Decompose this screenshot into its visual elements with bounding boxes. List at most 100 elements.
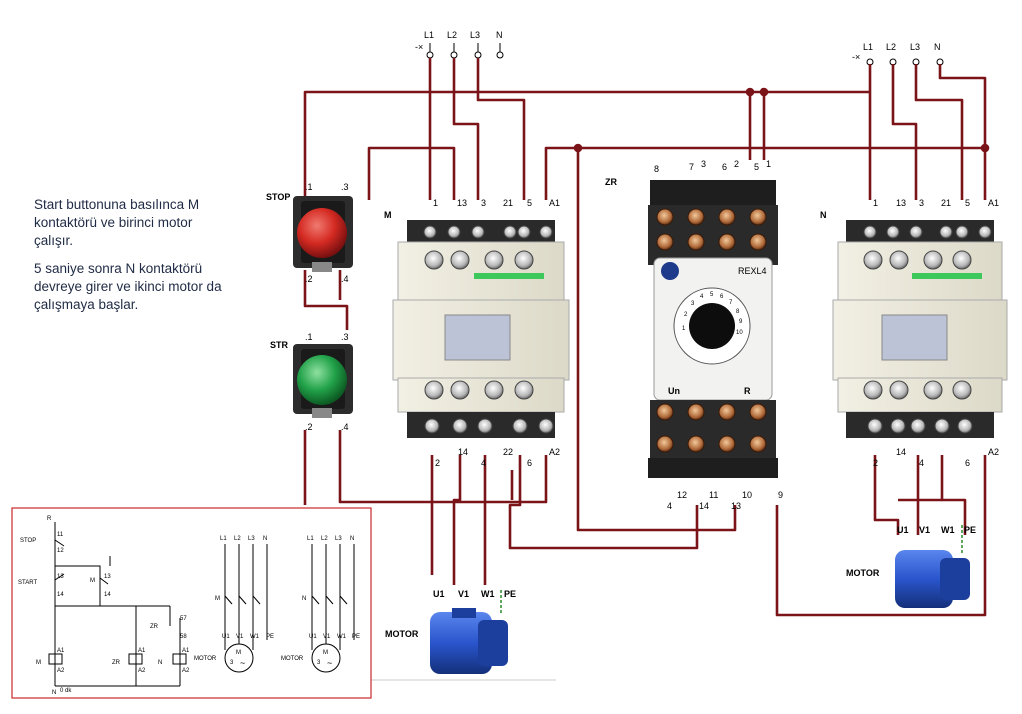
inset-p1-tilde: ~ xyxy=(240,658,245,668)
inset-p2-l2: L2 xyxy=(321,536,328,542)
m-top-13: 13 xyxy=(457,198,467,208)
description-para-1: Start buttonuna basılınca M kontaktörü v… xyxy=(34,197,200,248)
relay-un: Un xyxy=(668,386,680,396)
dial-10: 10 xyxy=(736,330,743,336)
inset-p1-m: M xyxy=(215,596,220,602)
inset-num-a1b: A1 xyxy=(138,648,146,654)
dial-7: 7 xyxy=(729,300,733,306)
inset-num-a1: A1 xyxy=(57,648,65,654)
relay-r: R xyxy=(744,386,751,396)
inset-zr-contact: ZR xyxy=(150,624,159,630)
dial-9: 9 xyxy=(739,319,743,325)
start-label: STR xyxy=(270,340,289,350)
relay-model: REXL4 xyxy=(738,266,767,276)
supply-right-l2: L2 xyxy=(886,42,896,52)
supply-right-l3: L3 xyxy=(910,42,920,52)
relay-top-6: 6 xyxy=(722,162,727,172)
motor1-label: MOTOR xyxy=(385,629,419,639)
relay-top-1: 1 xyxy=(766,159,771,169)
description-para-2: 5 saniye sonra N kontaktörü devreye gire… xyxy=(34,261,222,312)
dial-6: 6 xyxy=(720,294,724,300)
contactor-m: M 1 13 3 21 5 A1 2 14 4 22 6 A2 xyxy=(384,198,570,468)
supply-left-l3: L3 xyxy=(470,30,480,40)
dial-2: 2 xyxy=(684,312,688,318)
motor1-w1: W1 xyxy=(481,589,495,599)
fuse-symbol-right: -× xyxy=(852,52,860,62)
contactor-m-label: M xyxy=(384,210,392,220)
stop-term-4: .4 xyxy=(341,274,349,284)
inset-num-a2b: A2 xyxy=(138,668,146,674)
inset-stop-label: STOP xyxy=(20,538,36,544)
relay-bot-11: 11 xyxy=(709,490,718,500)
relay-bot-4: 4 xyxy=(667,501,672,511)
relay-top-3: 3 xyxy=(701,159,706,169)
motor-2: U1 V1 W1 PE MOTOR xyxy=(846,525,976,608)
m-top-5: 5 xyxy=(527,198,532,208)
dial-3: 3 xyxy=(691,301,695,307)
motor2-u1: U1 xyxy=(897,525,909,535)
n-bot-a2: A2 xyxy=(988,447,999,457)
inset-num-13b: 13 xyxy=(104,574,111,580)
dial-4: 4 xyxy=(700,294,704,300)
motor2-v1: V1 xyxy=(919,525,930,535)
inset-p2-3: 3 xyxy=(317,660,321,666)
m-bot-a2: A2 xyxy=(549,447,560,457)
dial-8: 8 xyxy=(736,309,740,315)
supply-left-n: N xyxy=(496,30,503,40)
contactor-n-label: N xyxy=(820,210,827,220)
motor2-label: MOTOR xyxy=(846,568,880,578)
inset-bottom-label: 0 dk xyxy=(60,688,72,694)
n-bot-2: 2 xyxy=(873,458,878,468)
inset-num-11: 11 xyxy=(57,532,64,538)
n-top-21: 21 xyxy=(941,198,951,208)
m-bot-22: 22 xyxy=(503,447,513,457)
inset-p2-tilde: ~ xyxy=(327,658,332,668)
contactor-n: N 1 13 3 21 5 A1 2 14 4 6 A2 xyxy=(820,198,1008,468)
relay-top-7: 7 xyxy=(689,162,694,172)
inset-m-coil: M xyxy=(36,660,41,666)
n-bot-6: 6 xyxy=(965,458,970,468)
relay-bot-12: 12 xyxy=(677,490,687,500)
inset-num-14: 14 xyxy=(57,592,64,598)
relay-label: ZR xyxy=(605,177,617,187)
n-top-3: 3 xyxy=(919,198,924,208)
n-top-a1: A1 xyxy=(988,198,999,208)
supply-left-l1: L1 xyxy=(424,30,434,40)
inset-m-aux: M xyxy=(90,578,95,584)
inset-zr-coil: ZR xyxy=(112,660,121,666)
inset-num-57: 57 xyxy=(180,616,187,622)
n-bot-14: 14 xyxy=(896,447,906,457)
motor-1: U1 V1 W1 PE MOTOR xyxy=(362,589,556,681)
stop-term-2: .2 xyxy=(305,274,313,284)
inset-p1-pe: PE xyxy=(266,634,274,640)
inset-p2-l1: L1 xyxy=(307,536,314,542)
start-term-4: .4 xyxy=(341,422,349,432)
stop-term-1: .1 xyxy=(305,182,313,192)
inset-p2-v1: V1 xyxy=(323,634,331,640)
fuse-symbol-left: -× xyxy=(415,42,423,52)
relay-bot-14: 14 xyxy=(699,501,709,511)
supply-right-l1: L1 xyxy=(863,42,873,52)
n-top-1: 1 xyxy=(873,198,878,208)
inset-p2-pe: PE xyxy=(352,634,360,640)
relay-bot-9: 9 xyxy=(778,490,783,500)
inset-num-58: 58 xyxy=(180,634,187,640)
description: Start buttonuna basılınca M kontaktörü v… xyxy=(34,196,234,250)
supply-right-n: N xyxy=(934,42,941,52)
inset-n-coil: N xyxy=(158,660,162,666)
inset-bottom-n: N xyxy=(52,690,56,696)
stop-term-3: .3 xyxy=(341,182,349,192)
m-bot-4: 4 xyxy=(481,458,486,468)
relay-bot-10: 10 xyxy=(742,490,752,500)
description-2: 5 saniye sonra N kontaktörü devreye gire… xyxy=(34,260,234,314)
supply-left: L1 L2 L3 N -× xyxy=(415,30,504,59)
inset-p1-u1: U1 xyxy=(222,634,230,640)
start-term-1: .1 xyxy=(305,332,313,342)
dial-1: 1 xyxy=(682,326,686,332)
inset-p1-w1: W1 xyxy=(250,634,260,640)
inset-p2-motor: MOTOR xyxy=(281,656,304,662)
m-top-1: 1 xyxy=(433,198,438,208)
dial-5: 5 xyxy=(710,292,714,298)
stop-label: STOP xyxy=(266,192,290,202)
